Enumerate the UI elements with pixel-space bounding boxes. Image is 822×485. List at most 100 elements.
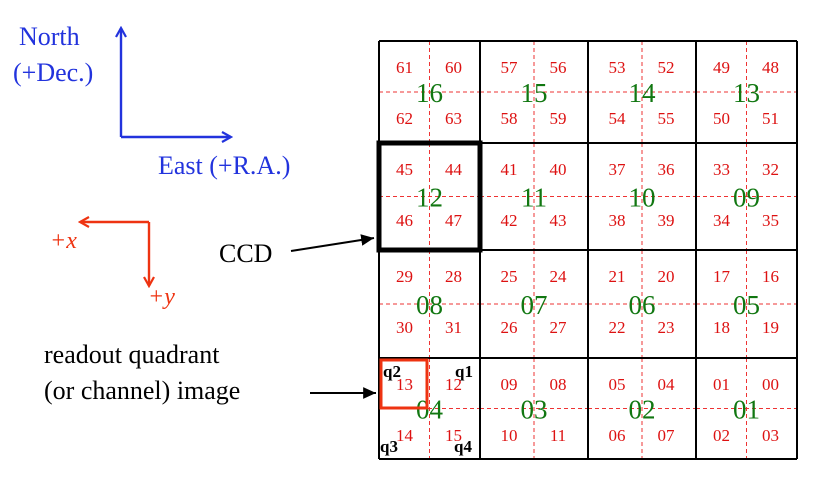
channel-number: 09 (501, 375, 518, 394)
channel-number: 48 (762, 58, 779, 77)
channel-number: 62 (396, 109, 413, 128)
east-label: East (+R.A.) (158, 151, 290, 180)
channel-number: 19 (762, 318, 779, 337)
channel-number: 06 (609, 426, 626, 445)
ccd-number: 12 (416, 183, 443, 213)
channel-number: 31 (445, 318, 462, 337)
quadrant-dividers (379, 41, 797, 459)
quadrant-label-q4: q4 (454, 437, 472, 456)
ccd-number: 14 (629, 78, 657, 108)
channel-number: 27 (550, 318, 568, 337)
channel-number: 21 (609, 267, 626, 286)
ccd-number: 03 (521, 395, 548, 425)
ccd-callout-arrow (290, 234, 375, 252)
channel-number: 54 (609, 109, 627, 128)
channel-number: 16 (762, 267, 779, 286)
channel-number: 46 (396, 211, 413, 230)
channel-number: 26 (501, 318, 518, 337)
channel-number: 41 (501, 160, 518, 179)
channel-number: 44 (445, 160, 463, 179)
channel-number: 63 (445, 109, 462, 128)
channel-number: 32 (762, 160, 779, 179)
ccd-number: 05 (733, 290, 760, 320)
channel-number: 05 (609, 375, 626, 394)
channel-number: 49 (713, 58, 730, 77)
channel-number: 00 (762, 375, 779, 394)
ccd-callout-label: CCD (219, 239, 272, 268)
channel-number: 20 (658, 267, 675, 286)
channel-number: 37 (609, 160, 627, 179)
channel-number: 15 (445, 426, 462, 445)
channel-number: 42 (501, 211, 518, 230)
quadrant-callout-line1: readout quadrant (44, 340, 220, 369)
channel-number: 60 (445, 58, 462, 77)
highlighted-channel-box (379, 358, 429, 410)
channel-number: 01 (713, 375, 730, 394)
ccd-number: 01 (733, 395, 760, 425)
highlight-layer (376, 140, 483, 410)
channel-number: 53 (609, 58, 626, 77)
channel-number: 13 (396, 375, 413, 394)
ccd-number: 11 (521, 183, 547, 213)
ccd-number: 07 (521, 290, 548, 320)
channel-number: 61 (396, 58, 413, 77)
channel-number: 58 (501, 109, 518, 128)
channel-number: 24 (550, 267, 568, 286)
quadrant-label-q1: q1 (455, 362, 473, 381)
channel-number: 33 (713, 160, 730, 179)
channel-number: 51 (762, 109, 779, 128)
channel-number: 40 (550, 160, 567, 179)
ccd-number: 10 (629, 183, 656, 213)
ccd-number: 02 (629, 395, 656, 425)
sky-compass: North (+Dec.) East (+R.A.) (13, 22, 290, 180)
channel-number: 56 (550, 58, 567, 77)
channel-number: 10 (501, 426, 518, 445)
pixel-axes: +x +y (50, 222, 175, 310)
quadrant-callout-line2: (or channel) image (44, 376, 240, 405)
channel-number: 18 (713, 318, 730, 337)
ccd-number: 09 (733, 183, 760, 213)
quadrant-label-q2: q2 (383, 362, 401, 381)
channel-number: 04 (658, 375, 676, 394)
quadrant-label-q3: q3 (380, 437, 398, 456)
channel-number: 35 (762, 211, 779, 230)
channel-number: 28 (445, 267, 462, 286)
channel-number: 36 (658, 160, 675, 179)
channel-number: 03 (762, 426, 779, 445)
channel-number: 43 (550, 211, 567, 230)
channel-number: 02 (713, 426, 730, 445)
channel-number: 38 (609, 211, 626, 230)
ccd-number: 16 (416, 78, 443, 108)
channel-number: 55 (658, 109, 675, 128)
channel-number: 11 (550, 426, 566, 445)
channel-number: 30 (396, 318, 413, 337)
channel-number: 45 (396, 160, 413, 179)
channel-number: 29 (396, 267, 413, 286)
channel-number: 25 (501, 267, 518, 286)
channel-number: 34 (713, 211, 731, 230)
channel-number: 59 (550, 109, 567, 128)
channel-number: 52 (658, 58, 675, 77)
channel-number: 12 (445, 375, 462, 394)
ccd-number: 13 (733, 78, 760, 108)
channel-number: 23 (658, 318, 675, 337)
north-label: North (19, 22, 80, 51)
channel-number: 47 (445, 211, 463, 230)
north-sublabel: (+Dec.) (13, 58, 93, 87)
highlighted-ccd-box (376, 140, 483, 253)
channel-number: 39 (658, 211, 675, 230)
channel-number: 22 (609, 318, 626, 337)
channel-number: 14 (396, 426, 414, 445)
x-axis-label: +x (50, 228, 77, 254)
ccd-number: 15 (521, 78, 548, 108)
y-axis-label: +y (148, 284, 175, 310)
ccd-number: 06 (629, 290, 656, 320)
callouts: CCD readout quadrant (or channel) image (44, 234, 376, 405)
channel-number: 50 (713, 109, 730, 128)
channel-number: 57 (501, 58, 519, 77)
ccd-number: 08 (416, 290, 443, 320)
channel-number: 17 (713, 267, 731, 286)
